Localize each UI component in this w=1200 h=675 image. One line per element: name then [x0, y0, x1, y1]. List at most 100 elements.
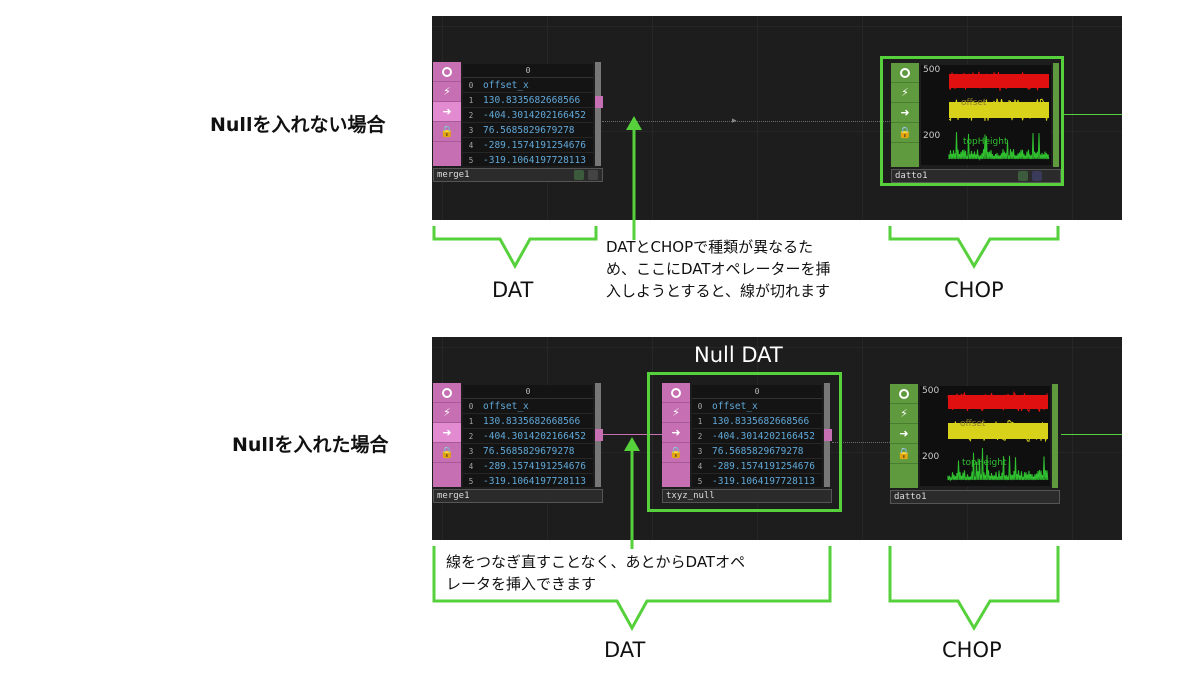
table-col-header: 0 [692, 385, 822, 399]
dat-label-bottom: DAT [604, 638, 646, 662]
wire-arrow-icon: ▸ [732, 116, 737, 126]
channel-label-offset: offset [960, 419, 986, 429]
node-name: txyz_null [666, 491, 715, 501]
table-row: 5-319.1064197728113 [692, 474, 822, 487]
node-flag-strip: ⚡ ➜ 🔒 [890, 384, 918, 488]
null-dat-highlight-box [647, 372, 842, 512]
graph-tick-200: 200 [922, 452, 940, 462]
table-row: 2-404.3014202166452 [463, 108, 593, 123]
yellow-channel-waveform-noise [947, 419, 1048, 443]
output-connector-edge[interactable] [1052, 384, 1058, 488]
channel-label-height: topHeight [963, 137, 1008, 147]
node-flag-strip: ⚡ ➜ 🔒 [433, 383, 461, 487]
node-name: merge1 [437, 491, 470, 501]
node-name-bar[interactable]: datto1 [891, 169, 1061, 183]
lock-icon[interactable]: 🔒 [662, 443, 690, 463]
bypass-icon[interactable]: ⚡ [891, 83, 919, 103]
node-name-bar[interactable]: merge1 [433, 489, 603, 503]
bypass-icon[interactable]: ⚡ [433, 82, 461, 102]
callout-text-bottom: 線をつなぎ直すことなく、あとからDATオペ レータを挿入できます [446, 553, 746, 593]
display-flag[interactable] [1018, 171, 1028, 181]
viewer-icon[interactable] [662, 383, 690, 403]
table-row: 2-404.3014202166452 [463, 429, 593, 444]
viewer-icon[interactable] [891, 63, 919, 83]
render-flag[interactable] [588, 170, 598, 180]
graph-tick-500: 500 [922, 386, 940, 396]
display-flag[interactable] [574, 170, 584, 180]
output-tab[interactable] [824, 429, 832, 441]
lock-icon[interactable]: 🔒 [890, 444, 918, 464]
table-row: 5-319.1064197728113 [463, 474, 593, 487]
green-channel-waveform [948, 132, 1050, 161]
bypass-icon[interactable]: ⚡ [890, 404, 918, 424]
node-flag-strip: ⚡ ➜ 🔒 [433, 62, 461, 166]
null-to-chop-wire[interactable] [832, 442, 892, 443]
yellow-channel-waveform-noise [948, 98, 1049, 122]
node-name-bar[interactable]: merge1 [433, 168, 603, 182]
null-dat-title: Null DAT [694, 343, 783, 367]
red-channel-waveform-noise [947, 391, 1048, 413]
output-tab[interactable] [595, 96, 603, 108]
graph-tick-200: 200 [923, 131, 941, 141]
chop-output-wire[interactable] [1062, 114, 1122, 115]
table-row: 4-289.1574191254676 [692, 459, 822, 474]
lock-icon[interactable]: 🔒 [891, 123, 919, 143]
chop-highlight-box-top [880, 56, 1064, 186]
dat-bracket-bottom [432, 546, 832, 632]
arrow-icon[interactable]: ➜ [891, 103, 919, 123]
chop-label-top: CHOP [944, 278, 1004, 302]
node-name: datto1 [895, 171, 928, 181]
chop-bracket-top [888, 226, 1060, 269]
viewer-icon[interactable] [433, 383, 461, 403]
lock-icon[interactable]: 🔒 [433, 122, 461, 142]
graph-tick-500: 500 [923, 65, 941, 75]
arrow-icon[interactable]: ➜ [433, 423, 461, 443]
table-row: 4-289.1574191254676 [463, 138, 593, 153]
channel-label-height: topHeight [962, 458, 1007, 468]
arrow-icon[interactable]: ➜ [662, 423, 690, 443]
node-name-bar[interactable]: txyz_null [662, 489, 832, 503]
bypass-icon[interactable]: ⚡ [433, 403, 461, 423]
merge-to-null-wire[interactable] [602, 434, 664, 435]
callout-arrow-top [626, 116, 642, 240]
arrow-icon[interactable]: ➜ [433, 102, 461, 122]
table-row: 2-404.3014202166452 [692, 429, 822, 444]
node-name: merge1 [437, 170, 470, 180]
datto1-chop-node[interactable]: ⚡ ➜ 🔒 500 200 offset topHeight datto1 [891, 63, 1061, 185]
viewer-icon[interactable] [433, 62, 461, 82]
broken-connection-wire[interactable] [602, 121, 892, 122]
arrow-icon[interactable]: ➜ [890, 424, 918, 444]
output-tab[interactable] [595, 429, 603, 441]
chop-graph-viewer: 500 200 offset topHeight [921, 65, 1051, 165]
output-connector-edge[interactable] [595, 62, 601, 166]
node-name-bar[interactable]: datto1 [890, 490, 1060, 504]
chop-channels-svg [947, 391, 1049, 482]
callout-arrow-bottom [624, 437, 640, 549]
render-flag[interactable] [1032, 171, 1042, 181]
chop-label-bottom: CHOP [942, 638, 1002, 662]
node-name: datto1 [894, 492, 927, 502]
table-col-header: 0 [463, 385, 593, 399]
viewer-icon[interactable] [890, 384, 918, 404]
chop-output-wire[interactable] [1061, 434, 1122, 435]
lock-icon[interactable]: 🔒 [433, 443, 461, 463]
table-row: 5-319.1064197728113 [463, 153, 593, 166]
output-connector-edge[interactable] [1053, 63, 1059, 167]
bypass-icon[interactable]: ⚡ [662, 403, 690, 423]
datto1-chop-node[interactable]: ⚡ ➜ 🔒 500 200 offset topHeight datto1 [890, 384, 1060, 506]
green-channel-waveform [947, 447, 1049, 482]
